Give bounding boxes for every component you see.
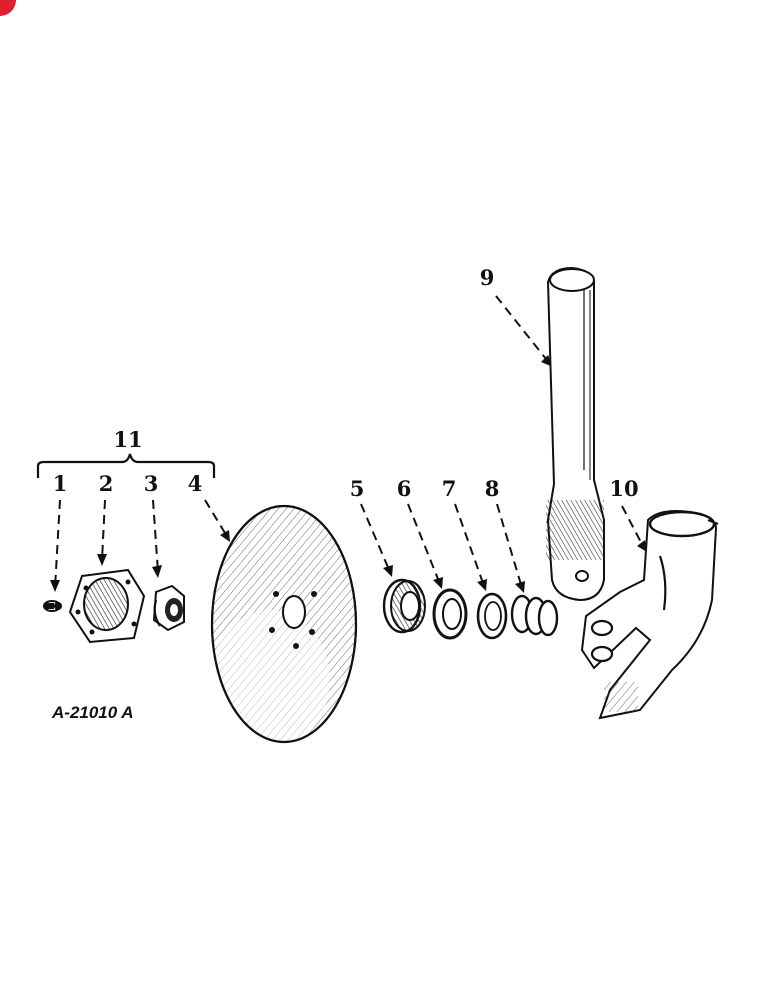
callout-7: 7	[442, 476, 457, 501]
part-2-hub-cap	[68, 568, 146, 644]
callout-3: 3	[144, 471, 159, 496]
part-7-washer	[476, 592, 508, 640]
part-6-seal	[432, 588, 468, 640]
leader-lines	[54, 295, 645, 589]
corner-badge	[0, 0, 16, 16]
part-1-grease-fitting	[43, 600, 62, 612]
part-3-hub-nut	[152, 584, 185, 632]
callout-4: 4	[188, 471, 203, 496]
callout-10: 10	[609, 476, 638, 501]
callout-5: 5	[350, 476, 365, 501]
part-8-bearing	[510, 594, 559, 637]
callout-2: 2	[99, 471, 114, 496]
callout-1: 1	[53, 471, 68, 496]
group-bracket	[36, 453, 216, 478]
figure-code: A-21010 A	[51, 703, 134, 722]
part-5-bearing-nut	[382, 578, 426, 634]
part-10-boot	[580, 510, 719, 720]
callout-8: 8	[485, 476, 500, 501]
callout-9: 9	[480, 265, 495, 290]
part-9-shank	[546, 266, 605, 602]
part-4-disc-blade	[210, 504, 358, 744]
callout-6: 6	[397, 476, 412, 501]
callout-11: 11	[113, 427, 142, 452]
arrowheads	[50, 355, 647, 593]
